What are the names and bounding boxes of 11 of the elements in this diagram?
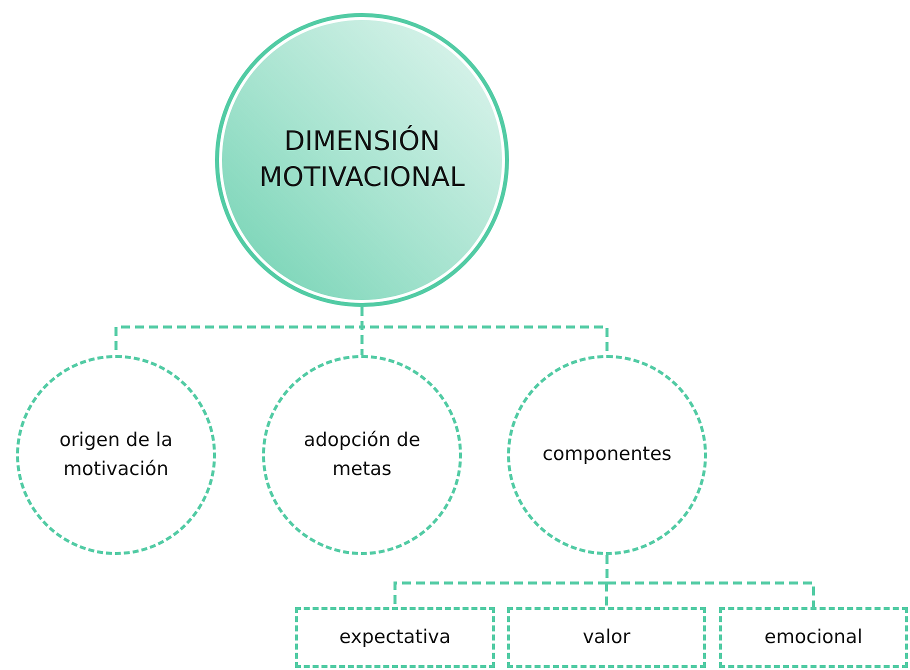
dashed-box [295,607,495,668]
node-text: emocional [763,624,864,650]
connector-line [606,555,815,607]
node-text: origen de la motivación [58,428,174,482]
node-text: DIMENSIÓN MOTIVACIONAL [258,124,466,195]
dashed-box [719,607,908,668]
node-text: adopción de metas [302,428,422,482]
node-text: expectativa [338,624,452,650]
node-text: componentes [541,442,673,468]
dashed-box [507,607,706,668]
node-text: valor [582,624,632,650]
